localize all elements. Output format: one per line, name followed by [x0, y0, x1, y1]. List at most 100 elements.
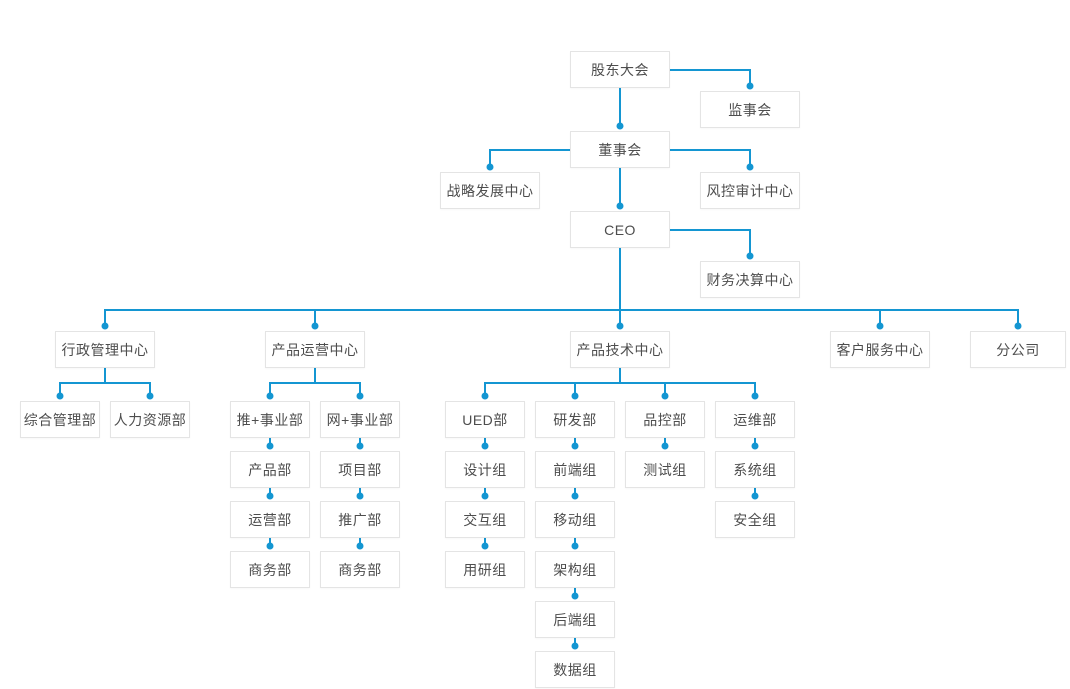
- connector-segment: [749, 228, 751, 257]
- org-node-testing: 测试组: [625, 451, 705, 488]
- connector-segment: [619, 368, 621, 384]
- connector-segment: [754, 382, 756, 397]
- org-node-security: 安全组: [715, 501, 795, 538]
- connector-segment: [489, 148, 491, 168]
- org-node-label: CEO: [604, 221, 636, 238]
- org-node-architecture: 架构组: [535, 551, 615, 588]
- org-node-label: 推+事业部: [236, 411, 304, 428]
- org-node-label: 设计组: [463, 461, 507, 478]
- org-node-rd: 研发部: [535, 401, 615, 438]
- org-node-label: 综合管理部: [23, 411, 97, 428]
- connector-dot: [571, 492, 579, 500]
- connector-segment: [104, 309, 1019, 311]
- connector-dot: [661, 442, 669, 450]
- connector-dot: [571, 642, 579, 650]
- org-node-label: 分公司: [996, 341, 1040, 358]
- org-node-supervisory: 监事会: [700, 91, 800, 128]
- org-node-hr: 人力资源部: [110, 401, 190, 438]
- org-node-research: 用研组: [445, 551, 525, 588]
- connector-dot: [616, 202, 624, 210]
- org-node-admin: 行政管理中心: [55, 331, 155, 368]
- org-node-mobile: 移动组: [535, 501, 615, 538]
- connector-dot: [746, 252, 754, 260]
- connector-dot: [481, 392, 489, 400]
- org-node-risk: 风控审计中心: [700, 172, 800, 209]
- connector-dot: [356, 392, 364, 400]
- org-node-board: 董事会: [570, 131, 670, 168]
- connector-segment: [670, 228, 751, 231]
- org-node-branch: 分公司: [970, 331, 1066, 368]
- org-node-project: 项目部: [320, 451, 400, 488]
- connector-dot: [356, 542, 364, 550]
- connector-dot: [486, 163, 494, 171]
- org-node-label: 风控审计中心: [706, 182, 794, 199]
- connector-dot: [481, 442, 489, 450]
- org-node-label: 品控部: [643, 411, 687, 428]
- org-node-label: 产品部: [248, 461, 292, 478]
- connector-segment: [749, 68, 751, 87]
- org-node-label: 交互组: [463, 511, 507, 528]
- connector-segment: [619, 309, 621, 327]
- org-node-label: 运营部: [248, 511, 292, 528]
- connector-dot: [481, 492, 489, 500]
- org-node-label: 项目部: [338, 461, 382, 478]
- connector-dot: [266, 392, 274, 400]
- org-node-label: 架构组: [553, 561, 597, 578]
- org-node-tui: 推+事业部: [230, 401, 310, 438]
- org-node-label: 运维部: [733, 411, 777, 428]
- org-node-label: 战略发展中心: [446, 182, 534, 199]
- org-node-label: 商务部: [338, 561, 382, 578]
- connector-segment: [619, 168, 621, 207]
- org-node-label: 行政管理中心: [61, 341, 149, 358]
- org-node-label: 董事会: [598, 141, 642, 158]
- connector-dot: [266, 542, 274, 550]
- org-node-label: 数据组: [553, 661, 597, 678]
- org-node-label: 股东大会: [591, 61, 649, 78]
- connector-segment: [314, 368, 316, 384]
- org-node-label: 后端组: [553, 611, 597, 628]
- connector-dot: [746, 163, 754, 171]
- org-node-label: 安全组: [733, 511, 777, 528]
- connector-segment: [670, 148, 751, 151]
- connector-segment: [104, 368, 106, 384]
- org-node-label: 测试组: [643, 461, 687, 478]
- org-node-strategy: 战略发展中心: [440, 172, 540, 209]
- org-node-shareholders: 股东大会: [570, 51, 670, 88]
- org-node-finance: 财务决算中心: [700, 261, 800, 298]
- connector-dot: [616, 322, 624, 330]
- org-node-label: UED部: [462, 411, 508, 428]
- org-node-tech: 产品技术中心: [570, 331, 670, 368]
- connector-dot: [571, 592, 579, 600]
- org-node-label: 移动组: [553, 511, 597, 528]
- connector-segment: [1017, 309, 1019, 327]
- connector-dot: [1014, 322, 1022, 330]
- org-node-backend: 后端组: [535, 601, 615, 638]
- connector-dot: [661, 392, 669, 400]
- org-node-label: 产品技术中心: [576, 341, 664, 358]
- connector-dot: [146, 392, 154, 400]
- org-node-promotion: 推广部: [320, 501, 400, 538]
- org-node-label: 研发部: [553, 411, 597, 428]
- connector-dot: [746, 82, 754, 90]
- connector-dot: [616, 122, 624, 130]
- connector-segment: [619, 88, 621, 127]
- connector-segment: [749, 148, 751, 168]
- org-node-label: 客户服务中心: [836, 341, 924, 358]
- connector-dot: [266, 442, 274, 450]
- connector-segment: [269, 382, 361, 384]
- org-node-design: 设计组: [445, 451, 525, 488]
- connector-dot: [266, 492, 274, 500]
- org-node-label: 人力资源部: [113, 411, 187, 428]
- connector-dot: [571, 442, 579, 450]
- org-node-operation: 运营部: [230, 501, 310, 538]
- org-node-interaction: 交互组: [445, 501, 525, 538]
- connector-segment: [489, 148, 570, 151]
- org-node-qc: 品控部: [625, 401, 705, 438]
- org-node-business2: 商务部: [320, 551, 400, 588]
- connector-segment: [670, 68, 751, 71]
- org-node-label: 前端组: [553, 461, 597, 478]
- connector-segment: [104, 309, 106, 327]
- org-node-operations: 产品运营中心: [265, 331, 365, 368]
- connector-dot: [571, 542, 579, 550]
